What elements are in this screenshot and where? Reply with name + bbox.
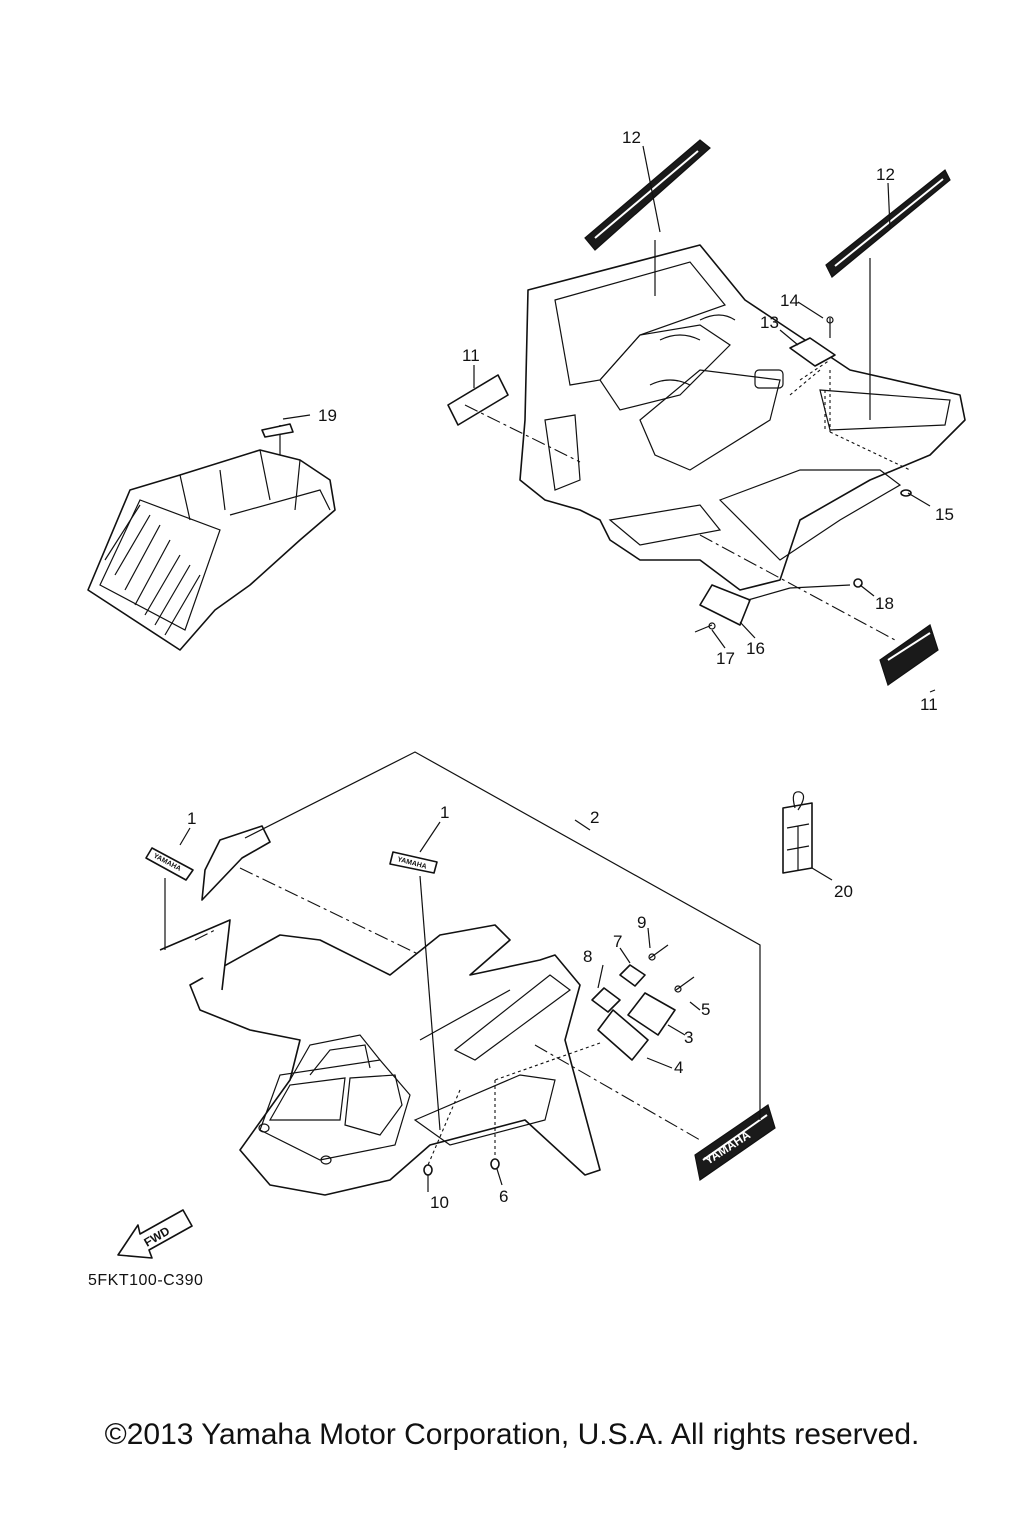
part-10-nut bbox=[423, 1164, 433, 1176]
callout-12-left: 12 bbox=[622, 128, 641, 147]
decal-11-left bbox=[447, 374, 509, 426]
callout-19: 19 bbox=[318, 406, 337, 425]
decal-yamaha-large: YAMAHA bbox=[694, 1104, 776, 1182]
front-panel bbox=[87, 423, 336, 651]
fwd-arrow-icon: FWD bbox=[117, 1209, 193, 1259]
decal-1-center: YAMAHA bbox=[389, 851, 438, 874]
callout-3: 3 bbox=[684, 1028, 693, 1047]
callout-6: 6 bbox=[499, 1187, 508, 1206]
part-3-plate bbox=[627, 992, 676, 1036]
callout-20: 20 bbox=[834, 882, 853, 901]
decal-11-right bbox=[879, 624, 939, 686]
decal-12-right bbox=[825, 169, 951, 278]
callout-2: 2 bbox=[590, 808, 599, 827]
callout-11-right: 11 bbox=[920, 695, 938, 714]
part-20-tag bbox=[782, 791, 813, 874]
callout-7: 7 bbox=[613, 932, 622, 951]
part-15-grommet bbox=[900, 489, 912, 497]
decal-2-left-flap bbox=[201, 825, 271, 901]
diagram-code: 5FKT100-C390 bbox=[88, 1272, 204, 1289]
callout-1-center: 1 bbox=[440, 803, 449, 822]
callout-13: 13 bbox=[760, 313, 779, 332]
lower-leaders bbox=[164, 751, 833, 1192]
copyright-notice: ©2013 Yamaha Motor Corporation, U.S.A. A… bbox=[104, 1418, 920, 1451]
callout-labels: 12 12 14 13 11 19 15 18 16 17 11 1 1 2 2… bbox=[187, 128, 954, 1212]
part-8-frame bbox=[591, 987, 621, 1013]
rear-fender bbox=[519, 244, 966, 591]
callout-9: 9 bbox=[637, 913, 646, 932]
callout-14: 14 bbox=[780, 291, 799, 310]
callout-18: 18 bbox=[875, 594, 894, 613]
callout-5: 5 bbox=[701, 1000, 710, 1019]
front-fender bbox=[189, 924, 601, 1196]
callout-4: 4 bbox=[674, 1058, 683, 1077]
part-4-frame bbox=[597, 1009, 649, 1061]
part-13-plate bbox=[789, 337, 836, 367]
callout-12-right: 12 bbox=[876, 165, 895, 184]
part-14-bolt bbox=[826, 316, 834, 338]
part-16-plate bbox=[699, 584, 751, 626]
part-6-nut bbox=[490, 1158, 500, 1170]
callout-10: 10 bbox=[430, 1193, 449, 1212]
part-5-bolt bbox=[674, 976, 695, 993]
upper-leaders bbox=[279, 145, 936, 693]
callout-15: 15 bbox=[935, 505, 954, 524]
part-7-plate bbox=[619, 964, 646, 987]
part-17-screw bbox=[694, 622, 716, 633]
decal-2-left-cut bbox=[159, 919, 231, 991]
callout-11-left: 11 bbox=[462, 346, 480, 365]
callout-8: 8 bbox=[583, 947, 592, 966]
decal-1-left: YAMAHA bbox=[145, 847, 194, 881]
callout-16: 16 bbox=[746, 639, 765, 658]
decal-12-left bbox=[584, 139, 711, 251]
callout-1-left: 1 bbox=[187, 809, 196, 828]
part-9-bolt bbox=[648, 944, 669, 961]
callout-17: 17 bbox=[716, 649, 735, 668]
